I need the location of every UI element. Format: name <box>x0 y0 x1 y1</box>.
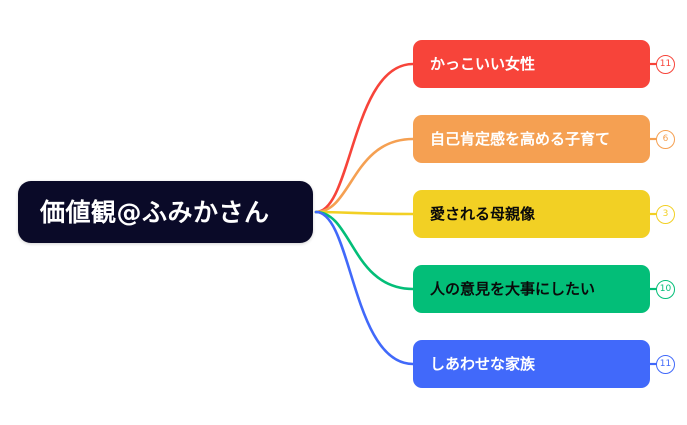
root-node[interactable]: 価値観@ふみかさん <box>18 181 313 243</box>
connector-line-0 <box>314 62 415 214</box>
branch-node-hito-no-iken[interactable]: 人の意見を大事にしたい <box>413 265 650 313</box>
count-badge[interactable]: 11 <box>656 54 675 74</box>
count-badge[interactable]: 6 <box>656 129 675 149</box>
count-badge-value: 11 <box>659 58 672 69</box>
count-badge[interactable]: 11 <box>656 354 675 374</box>
branch-node-label: かっこいい女性 <box>430 54 536 73</box>
connector-line-1 <box>314 137 415 214</box>
root-node-label: 価値観@ふみかさん <box>40 197 270 227</box>
count-badge-value: 6 <box>662 133 669 144</box>
branch-node-aisareru-hahaoyazo[interactable]: 愛される母親像 <box>413 190 650 238</box>
connector-line-4 <box>314 210 415 366</box>
count-badge-value: 10 <box>659 283 672 294</box>
branch-node-label: 自己肯定感を高める子育て <box>430 129 611 148</box>
branch-node-label: 愛される母親像 <box>430 204 536 223</box>
connector-line-3 <box>314 210 415 291</box>
count-badge-value: 3 <box>662 208 669 219</box>
count-badge[interactable]: 10 <box>656 279 675 299</box>
branch-node-label: しあわせな家族 <box>430 354 536 373</box>
count-badge-value: 11 <box>659 358 672 369</box>
branch-node-jiko-koteikan[interactable]: 自己肯定感を高める子育て <box>413 115 650 163</box>
count-badge[interactable]: 3 <box>656 204 675 224</box>
branch-node-label: 人の意見を大事にしたい <box>430 279 596 298</box>
connector-line-2 <box>314 210 415 216</box>
branch-node-shiawase-na-kazoku[interactable]: しあわせな家族 <box>413 340 650 388</box>
branch-node-kakkoii-josei[interactable]: かっこいい女性 <box>413 40 650 88</box>
